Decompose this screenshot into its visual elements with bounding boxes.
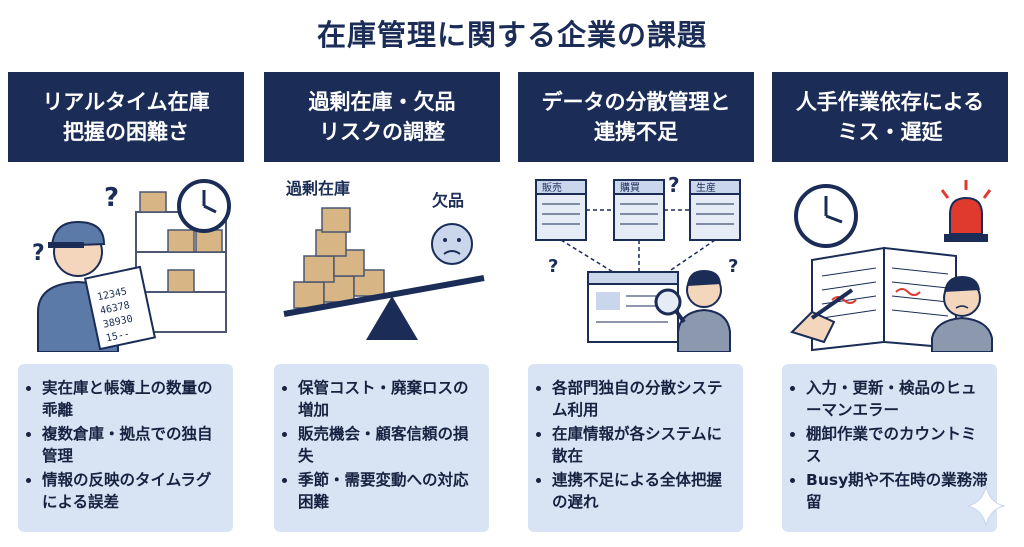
svg-text:生産: 生産 [696, 181, 716, 194]
clock-icon [794, 184, 858, 248]
list-item: 各部門独自の分散システム利用 [552, 377, 735, 421]
list-item: 連携不足による全体把握の遅れ [552, 469, 735, 513]
clock-icon [177, 179, 231, 233]
worried-person [931, 276, 993, 352]
issue-list-box: 各部門独自の分散システム利用 在庫情報が各システムに散在 連携不足による全体把握… [528, 364, 743, 532]
column-realtime-inventory: リアルタイム在庫 把握の困難さ ? ? [8, 72, 244, 540]
list-item: 実在庫と帳簿上の数量の乖離 [42, 377, 225, 421]
page-title: 在庫管理に関する企業の課題 [316, 18, 707, 52]
list-item: Busy期や不在時の業務滞留 [806, 469, 989, 513]
hand-pen [790, 288, 854, 344]
illustration-manual-ledger [772, 172, 1008, 352]
illustration-seesaw: 過剰在庫 欠品 [264, 172, 500, 352]
column-header: データの分散管理と 連携不足 [518, 72, 754, 162]
person-figure [677, 270, 731, 352]
question-mark-icon: ? [104, 183, 119, 213]
system-window-purchasing: 購買 [613, 179, 665, 241]
illustration-systems: 販売 購買 生産 [518, 172, 754, 352]
alarm-light-icon [940, 180, 992, 242]
question-mark-icon: ? [32, 241, 45, 266]
worried-face-icon [431, 223, 473, 265]
list-item: 保管コスト・廃棄ロスの増加 [298, 377, 481, 421]
svg-text:15--: 15-- [105, 329, 131, 345]
issue-list-box: 実在庫と帳簿上の数量の乖離 複数倉庫・拠点での独自管理 情報の反映のタイムラグに… [18, 364, 233, 532]
question-mark-icon: ? [728, 256, 738, 277]
list-item: 情報の反映のタイムラグによる誤差 [42, 469, 225, 513]
clipboard-icon: 12345 46378 38930 15-- [83, 265, 157, 351]
column-header: 人手作業依存による ミス・遅延 [772, 72, 1008, 162]
system-window-sales: 販売 [535, 179, 587, 241]
column-overstock-shortage: 過剰在庫・欠品 リスクの調整 過剰在庫 欠品 [264, 72, 500, 540]
issue-list-box: 入力・更新・検品のヒューマンエラー 棚卸作業でのカウントミス Busy期や不在時… [782, 364, 997, 532]
question-mark-icon: ? [548, 256, 558, 277]
list-item: 季節・需要変動への対応困難 [298, 469, 481, 513]
column-header: 過剰在庫・欠品 リスクの調整 [264, 72, 500, 162]
svg-text:欠品: 欠品 [432, 191, 464, 210]
column-manual-work: 人手作業依存による ミス・遅延 [772, 72, 1008, 540]
svg-text:過剰在庫: 過剰在庫 [285, 179, 350, 198]
question-mark-icon: ? [668, 173, 680, 197]
svg-text:購買: 購買 [620, 181, 640, 194]
issue-list-box: 保管コスト・廃棄ロスの増加 販売機会・顧客信頼の損失 季節・需要変動への対応困難 [274, 364, 489, 532]
column-data-distribution: データの分散管理と 連携不足 販売 購買 生産 [518, 72, 754, 540]
illustration-worker-clipboard: ? ? 12345 46378 38930 15-- [8, 172, 244, 352]
svg-text:販売: 販売 [542, 181, 562, 194]
magnifier-icon [654, 288, 686, 324]
sparkle-icon [966, 485, 1006, 527]
column-header: リアルタイム在庫 把握の困難さ [8, 72, 244, 162]
list-item: 複数倉庫・拠点での独自管理 [42, 423, 225, 467]
list-item: 棚卸作業でのカウントミス [806, 423, 989, 467]
box-pile-illustration [293, 207, 385, 309]
list-item: 入力・更新・検品のヒューマンエラー [806, 377, 989, 421]
list-item: 販売機会・顧客信頼の損失 [298, 423, 481, 467]
system-window-production: 生産 [689, 179, 741, 241]
list-item: 在庫情報が各システムに散在 [552, 423, 735, 467]
